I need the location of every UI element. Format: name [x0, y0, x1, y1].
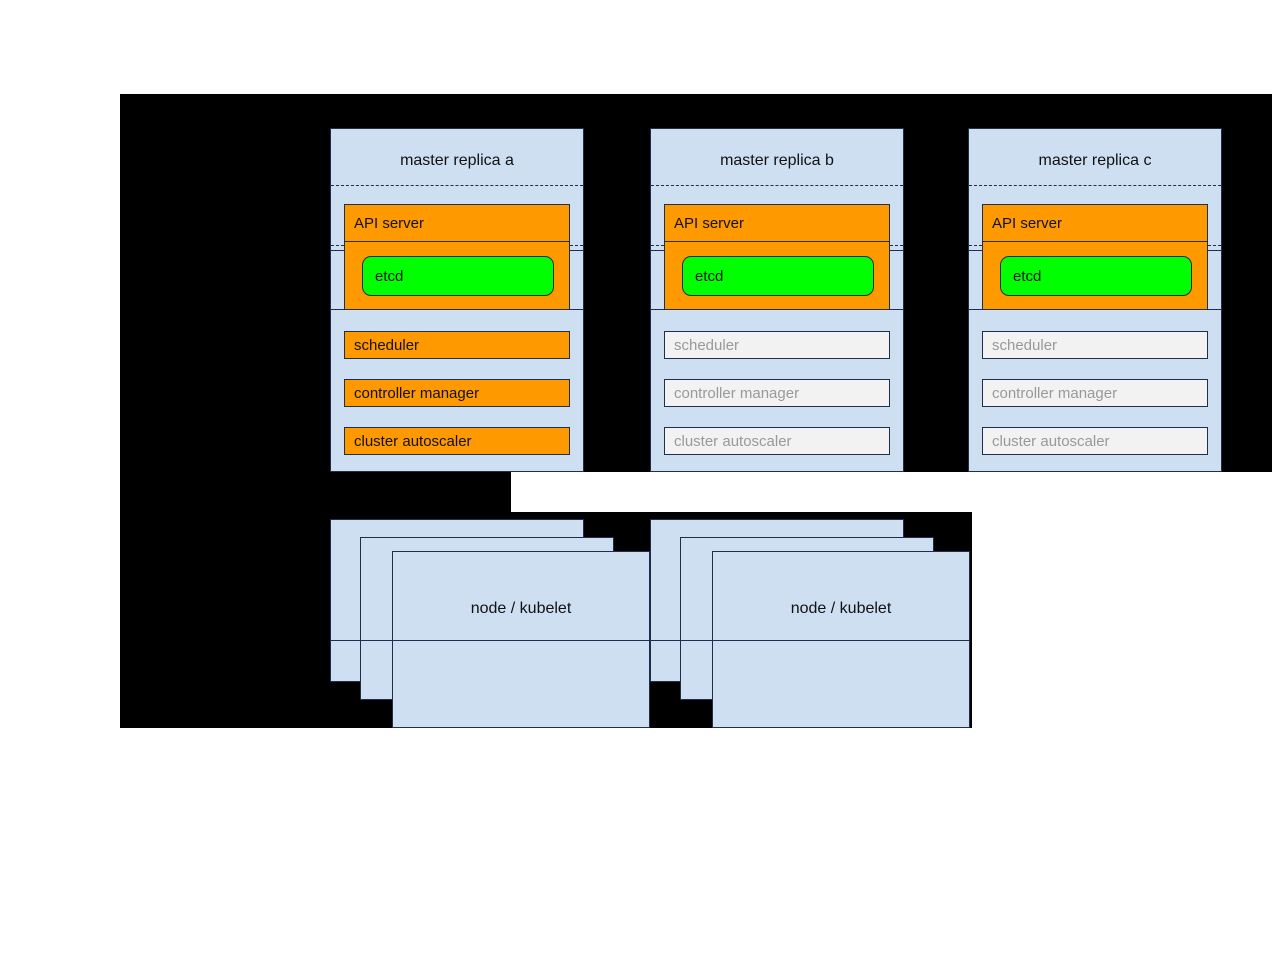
etcd-a[interactable]: etcd [362, 256, 554, 296]
cluster-autoscaler-b[interactable]: cluster autoscaler [664, 427, 890, 455]
etcd-a-label: etcd [375, 267, 404, 285]
scheduler-c[interactable]: scheduler [982, 331, 1208, 359]
scheduler-c-label: scheduler [992, 336, 1058, 354]
node-stack-2-label: node / kubelet [790, 600, 892, 617]
node-stack-1-front[interactable]: node / kubelet [392, 551, 650, 728]
controller-manager-a[interactable]: controller manager [344, 379, 570, 407]
api-server-c-label: API server [992, 214, 1063, 232]
master-replica-a-title: master replica a [400, 152, 514, 169]
etcd-b[interactable]: etcd [682, 256, 874, 296]
cluster-autoscaler-a-label: cluster autoscaler [354, 432, 472, 450]
node-stack-1-crossline [330, 640, 584, 641]
scheduler-b-label: scheduler [674, 336, 740, 354]
backdrop-gap-left [120, 472, 511, 512]
api-server-c[interactable]: API server [982, 204, 1208, 242]
replica-c-divider-top [969, 185, 1221, 186]
api-server-a-label: API server [354, 214, 425, 232]
api-server-b-label: API server [674, 214, 745, 232]
controller-manager-c-label: controller manager [992, 384, 1118, 402]
scheduler-b[interactable]: scheduler [664, 331, 890, 359]
etcd-c-label: etcd [1013, 267, 1042, 285]
master-replica-c-title: master replica c [1038, 152, 1152, 169]
cluster-autoscaler-c[interactable]: cluster autoscaler [982, 427, 1208, 455]
cluster-autoscaler-b-label: cluster autoscaler [674, 432, 792, 450]
cluster-autoscaler-c-label: cluster autoscaler [992, 432, 1110, 450]
controller-manager-a-label: controller manager [354, 384, 480, 402]
node-stack-2-crossline [650, 640, 904, 641]
scheduler-a[interactable]: scheduler [344, 331, 570, 359]
etcd-c[interactable]: etcd [1000, 256, 1192, 296]
replica-a-divider-top [331, 185, 583, 186]
api-server-b[interactable]: API server [664, 204, 890, 242]
controller-manager-c[interactable]: controller manager [982, 379, 1208, 407]
api-server-a[interactable]: API server [344, 204, 570, 242]
controller-manager-b-label: controller manager [674, 384, 800, 402]
controller-manager-b[interactable]: controller manager [664, 379, 890, 407]
cluster-autoscaler-a[interactable]: cluster autoscaler [344, 427, 570, 455]
scheduler-a-label: scheduler [354, 336, 420, 354]
node-stack-2-front[interactable]: node / kubelet [712, 551, 970, 728]
etcd-b-label: etcd [695, 267, 724, 285]
master-replica-b-title: master replica b [720, 152, 834, 169]
replica-b-divider-top [651, 185, 903, 186]
node-stack-1-label: node / kubelet [470, 600, 572, 617]
